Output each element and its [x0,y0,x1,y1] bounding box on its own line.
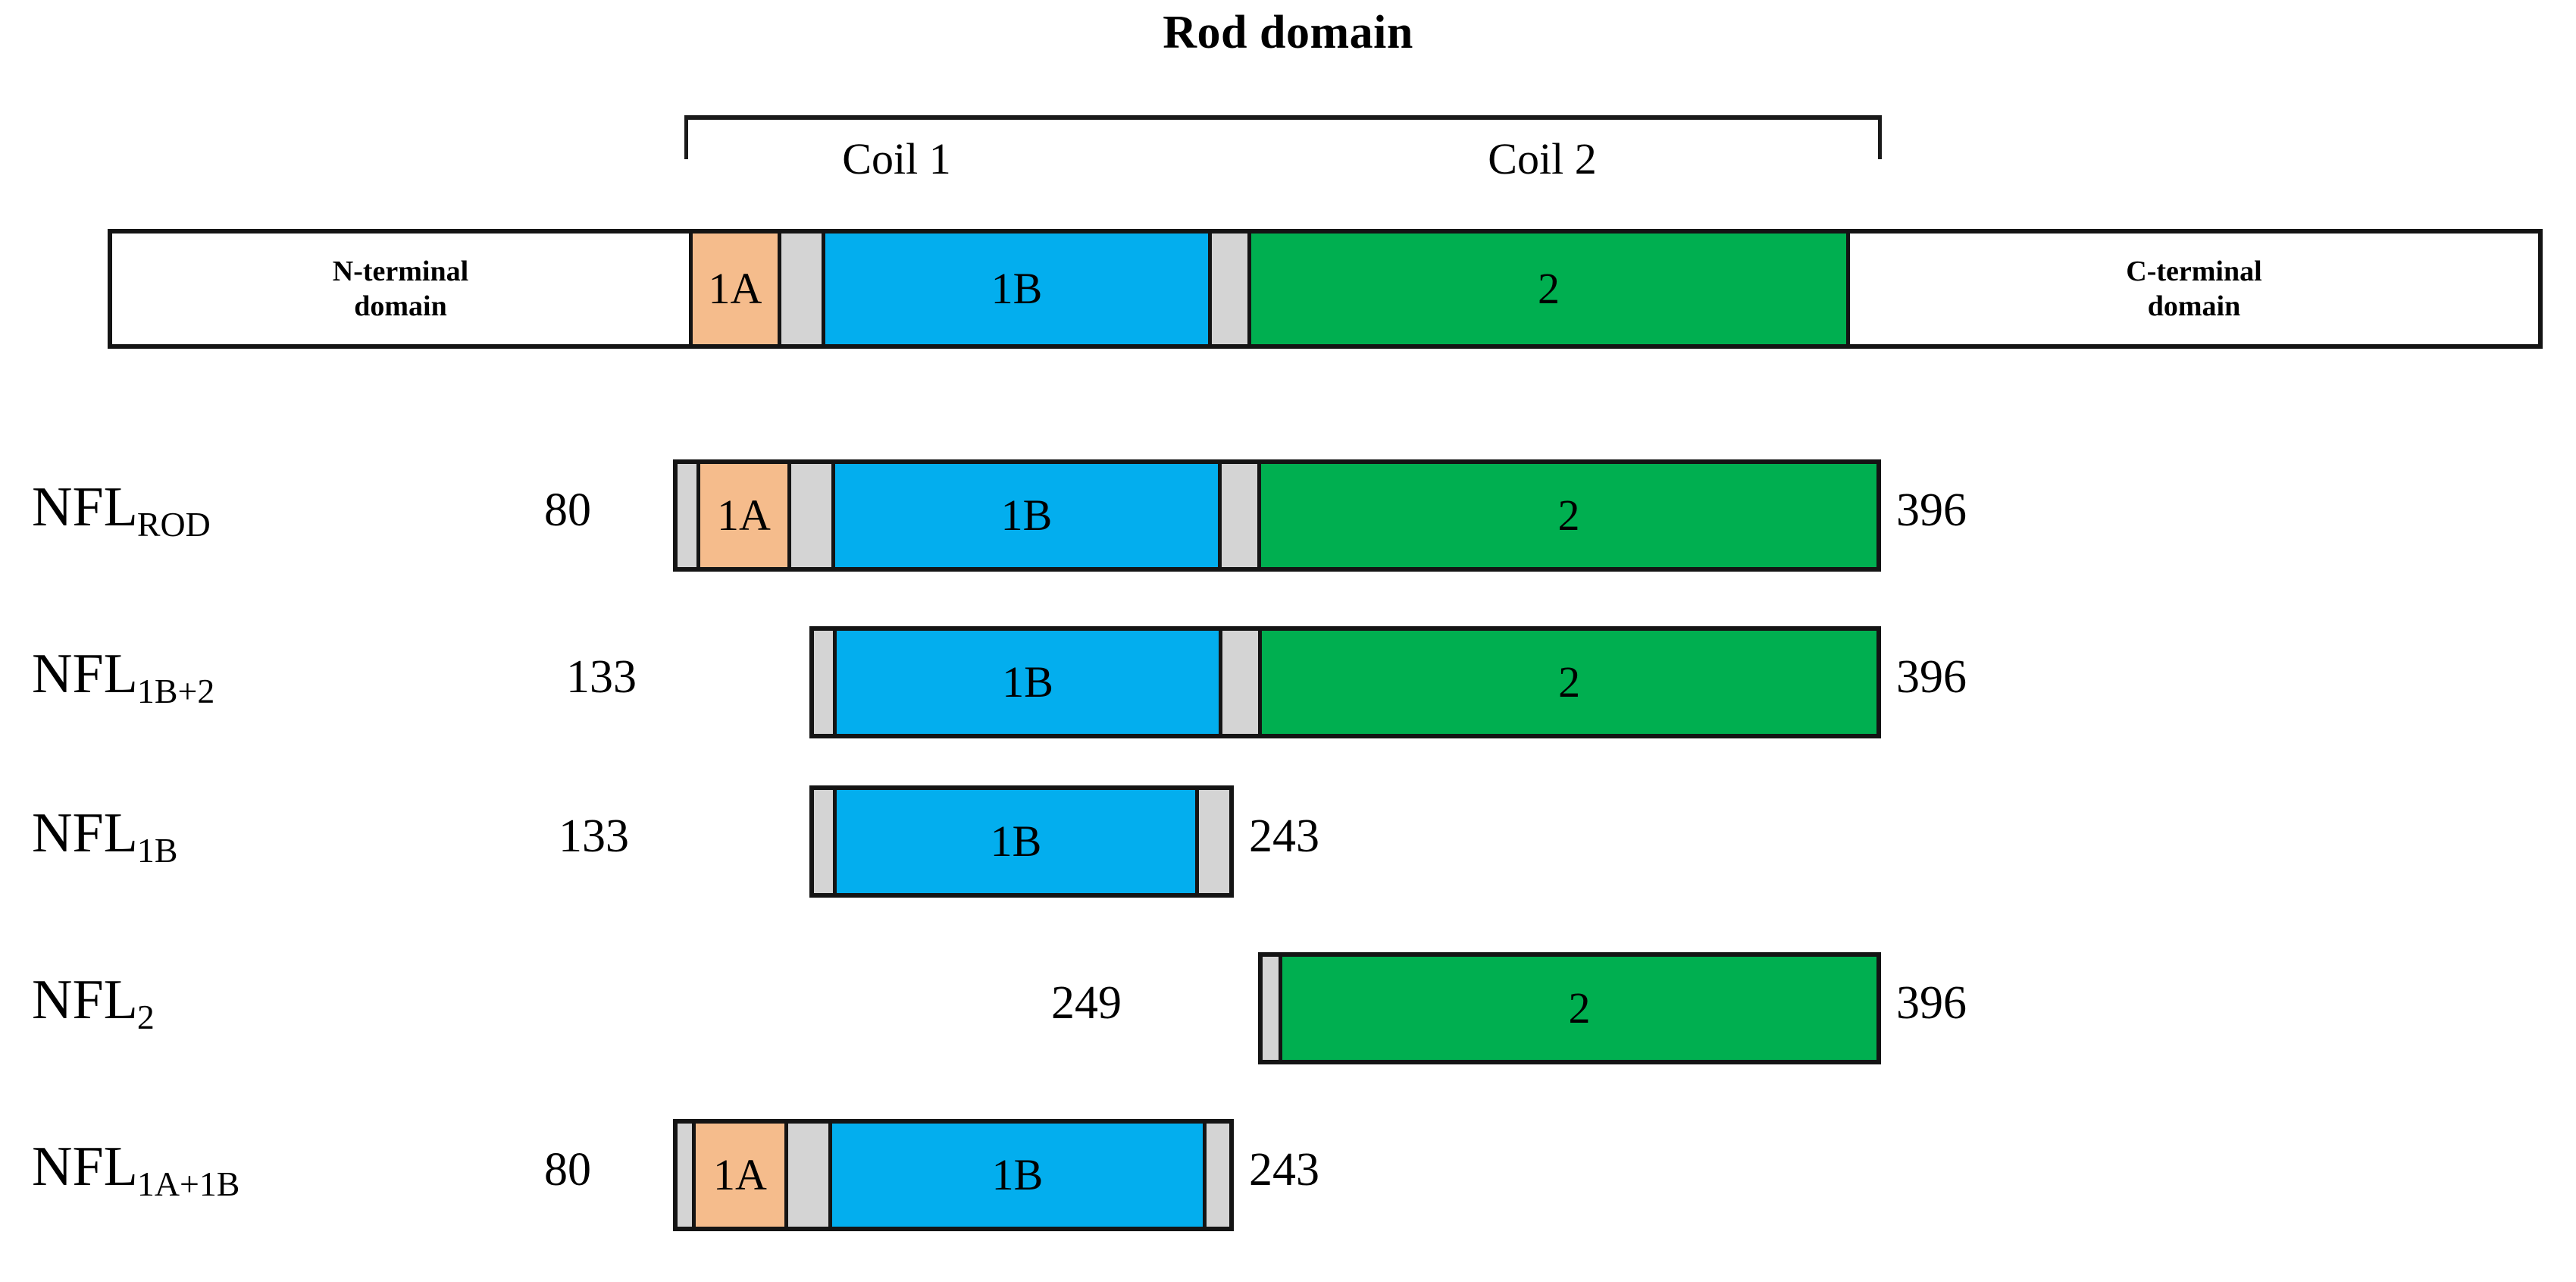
segment-n-terminal-domain: N-terminal domain [112,234,689,344]
segment-coil-1b: 1B [837,790,1199,893]
segment-coil-1a: 1A [689,234,781,344]
construct-bar-nfl-1b: 1B [809,785,1234,898]
segment-linker-head [814,790,837,893]
construct-bar-nfl-1b-2: 1B 2 [809,626,1881,738]
segment-coil-1a-label: 1A [713,1150,767,1199]
segment-coil-1b: 1B [825,234,1212,344]
segment-linker-l1 [781,234,825,344]
segment-linker-l12 [1222,631,1263,734]
segment-coil-1b: 1B [832,1124,1207,1227]
segment-coil-1a-label: 1A [708,264,762,313]
construct-row: NFL1A+1B 80 1A 1B 243 [0,1113,2576,1242]
segment-linker-l1 [791,464,835,567]
segment-coil-1b: 1B [835,464,1222,567]
start-residue-nfl-rod: 80 [544,484,591,536]
segment-coil-1a-label: 1A [717,491,771,540]
construct-label-nfl-1b: NFL1B [32,802,178,870]
segment-linker-head [1263,957,1282,1060]
construct-bar-nfl-rod: 1A 1B 2 [673,459,1881,572]
segment-coil-1b-label: 1B [991,264,1043,313]
segment-coil-1b-label: 1B [990,817,1042,866]
rod-domain-title: Rod domain [1163,7,1413,58]
end-residue-nfl-2: 396 [1896,977,1967,1029]
segment-coil-1b-label: 1B [1002,657,1053,707]
segment-coil-2: 2 [1261,464,1876,567]
segment-coil-2-label: 2 [1557,491,1580,540]
segment-linker-l12 [1222,464,1261,567]
construct-label-nfl-1b-2: NFL1B+2 [32,643,215,710]
segment-linker-head [814,631,837,734]
start-residue-nfl-1b-2: 133 [566,651,637,703]
construct-bar-nfl-1a-1b: 1A 1B [673,1119,1234,1231]
construct-label-nfl-2: NFL2 [32,969,155,1036]
segment-coil-2: 2 [1262,631,1876,734]
end-residue-nfl-1b-2: 396 [1896,651,1967,703]
segment-coil-1b-label: 1B [1000,491,1053,540]
segment-coil-2: 2 [1251,234,1850,344]
segment-linker-l12 [1212,234,1251,344]
construct-label-nfl-rod: NFLROD [32,476,211,544]
construct-row: NFL2 249 2 396 [0,946,2576,1075]
full-length-protein-bar: N-terminal domain 1A 1B 2 C-terminal dom… [108,229,2543,349]
end-residue-nfl-1b: 243 [1249,810,1319,862]
segment-linker-tail [1199,790,1229,893]
segment-linker-head [678,1124,696,1227]
segment-coil-2-label: 2 [1538,264,1560,313]
coil-1-label: Coil 1 [842,134,951,183]
segment-coil-1b: 1B [836,631,1223,734]
rod-domain-bracket [684,115,1882,159]
start-residue-nfl-1a-1b: 80 [544,1144,591,1196]
segment-linker-head [678,464,700,567]
construct-row: NFLROD 80 1A 1B 2 396 [0,453,2576,582]
segment-coil-2-label: 2 [1558,657,1581,707]
segment-coil-1a: 1A [696,1124,788,1227]
segment-coil-1b-label: 1B [991,1150,1044,1199]
segment-coil-2: 2 [1282,957,1876,1060]
n-terminal-domain-label: N-terminal domain [332,255,469,322]
start-residue-nfl-2: 249 [1051,977,1122,1029]
segment-c-terminal-domain: C-terminal domain [1850,234,2538,344]
construct-row: NFL1B+2 133 1B 2 396 [0,620,2576,749]
start-residue-nfl-1b: 133 [559,810,629,862]
segment-coil-1a: 1A [700,464,791,567]
end-residue-nfl-1a-1b: 243 [1249,1144,1319,1196]
segment-coil-2-label: 2 [1568,983,1591,1033]
segment-linker-l1 [788,1124,832,1227]
construct-label-nfl-1a-1b: NFL1A+1B [32,1136,240,1203]
construct-row: NFL1B 133 1B 243 [0,779,2576,908]
c-terminal-domain-label: C-terminal domain [2126,255,2262,322]
coil-2-label: Coil 2 [1488,134,1597,183]
end-residue-nfl-rod: 396 [1896,484,1967,536]
segment-linker-tail [1207,1124,1229,1227]
construct-bar-nfl-2: 2 [1258,952,1881,1064]
